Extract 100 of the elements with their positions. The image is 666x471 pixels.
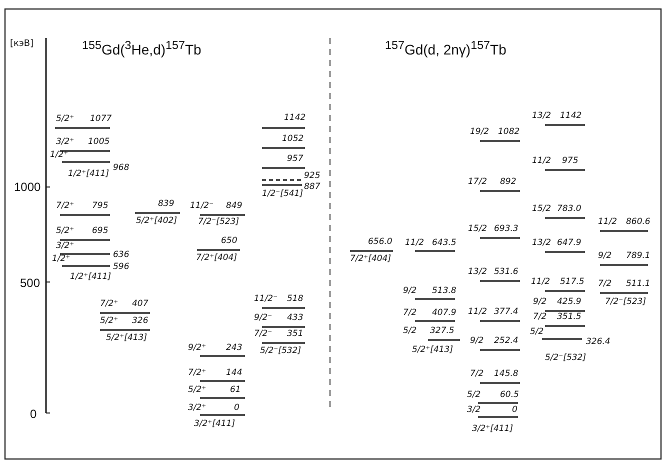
spin-label: 5/2⁺ — [56, 114, 74, 125]
spin-label: 3/2⁺ — [56, 241, 74, 252]
energy-label: 849 — [226, 201, 242, 212]
band-label: 7/2⁺[404] — [350, 254, 392, 265]
energy-label: 892 — [500, 177, 516, 188]
spin-label: 3/2⁺ — [188, 403, 206, 414]
spin-label: 7/2⁺ — [56, 201, 74, 212]
energy-label: 795 — [92, 201, 108, 212]
spin-label: 7/2⁺ — [188, 368, 206, 379]
energy-label: 1077 — [90, 114, 112, 125]
energy-label: 695 — [92, 226, 108, 237]
energy-label: 636 — [113, 250, 130, 261]
energy-label: 957 — [287, 154, 304, 165]
spin-label: 1/2⁺ — [52, 254, 70, 265]
band-label: 1/2⁻[541] — [262, 189, 304, 200]
energy-label: 968 — [113, 163, 130, 174]
spin-label: 15/2 — [468, 224, 488, 235]
spin-label: 11/2⁻ — [254, 294, 278, 305]
energy-label: 975 — [562, 156, 578, 167]
energy-label: 1082 — [498, 127, 520, 138]
band-label: 5/2⁻[532] — [545, 353, 586, 364]
spin-label: 19/2 — [470, 127, 490, 138]
spin-label: 5/2⁺ — [100, 316, 118, 327]
energy-label: 144 — [226, 368, 242, 379]
spin-label: 7/2 — [403, 308, 417, 319]
axis-tick-label: 0 — [30, 407, 37, 421]
band-label: 5/2⁺[402] — [136, 216, 178, 227]
spin-label: 13/2 — [468, 267, 488, 278]
spin-label: 9/2⁺ — [188, 343, 206, 354]
spin-label: 9/2 — [533, 297, 547, 308]
energy-label: 252.4 — [494, 336, 518, 347]
band-label: 5/2⁺[413] — [412, 345, 454, 356]
energy-label: 60.5 — [500, 390, 519, 401]
energy-label: 596 — [113, 262, 130, 273]
energy-label: 518 — [287, 294, 304, 305]
spin-label: 7/2 — [470, 369, 484, 380]
reaction-title: $^{157}$Gd(d, 2nγ)$^{157}$Tb — [385, 38, 506, 59]
spin-label: 15/2 — [532, 204, 552, 215]
axis-tick-label: 500 — [20, 276, 40, 290]
spin-label: 9/2 — [470, 336, 484, 347]
energy-label: 0 — [234, 403, 240, 414]
energy-label: 531.6 — [494, 267, 518, 278]
band-label: 5/2⁺[413] — [106, 333, 148, 344]
band-label: 1/2⁺[411] — [68, 169, 110, 180]
reaction-title: $^{155}$Gd($^{3}$He,d)$^{157}$Tb — [82, 38, 202, 59]
band-label: 3/2⁺[411] — [194, 419, 236, 430]
band-label: 7/2⁻[523] — [198, 217, 240, 228]
spin-label: 7/2 — [598, 279, 612, 290]
spin-label: 5/2⁺ — [188, 385, 206, 396]
energy-label: 1142 — [560, 111, 582, 122]
spin-label: 7/2 — [533, 312, 547, 323]
energy-label: 887 — [304, 182, 320, 193]
spin-label: 11/2 — [598, 217, 618, 228]
energy-label: 425.9 — [557, 297, 582, 308]
energy-label: 326.4 — [586, 337, 610, 348]
band-label: 5/2⁻[532] — [260, 346, 302, 357]
energy-label: 511.1 — [626, 279, 650, 290]
energy-label: 351.5 — [557, 312, 582, 323]
band-label: 7/2⁺[404] — [196, 253, 238, 264]
energy-label: 693.3 — [494, 224, 518, 235]
energy-label: 145.8 — [494, 369, 518, 380]
spin-label: 5/2 — [403, 326, 417, 337]
energy-label: 925 — [304, 171, 320, 182]
spin-label: 11/2 — [531, 277, 550, 288]
energy-label: 0 — [512, 405, 518, 416]
spin-label: 5/2⁺ — [56, 226, 74, 237]
axis-unit: [кэВ] — [10, 39, 34, 50]
energy-label: 783.0 — [557, 204, 582, 215]
energy-label: 643.5 — [432, 238, 456, 249]
energy-label: 407.9 — [432, 308, 456, 319]
axis-tick-label: 1000 — [14, 180, 41, 194]
spin-label: 9/2 — [403, 286, 417, 297]
energy-label: 860.6 — [626, 217, 650, 228]
energy-label: 789.1 — [626, 251, 650, 262]
spin-label: 9/2 — [598, 251, 612, 262]
spin-label: 7/2⁺ — [100, 299, 118, 310]
energy-label: 61 — [230, 385, 241, 396]
energy-label: 327.5 — [430, 326, 454, 337]
energy-label: 656.0 — [368, 237, 392, 248]
energy-label: 377.4 — [494, 307, 518, 318]
energy-label: 517.5 — [560, 277, 584, 288]
spin-label: 5/2 — [467, 390, 481, 401]
energy-label: 407 — [132, 299, 148, 310]
spin-label: 9/2⁻ — [254, 313, 272, 324]
energy-label: 647.9 — [557, 238, 582, 249]
energy-label: 650 — [221, 236, 238, 247]
spin-label: 5/2 — [530, 327, 544, 338]
spin-label: 17/2 — [468, 177, 488, 188]
energy-label: 326 — [132, 316, 148, 327]
energy-label: 243 — [226, 343, 242, 354]
spin-label: 3/2⁺ — [56, 137, 74, 148]
energy-label: 433 — [287, 313, 304, 324]
band-label: 1/2⁺[411] — [70, 272, 112, 283]
spin-label: 7/2⁻ — [254, 329, 272, 340]
band-label: 7/2⁻[523] — [605, 297, 646, 308]
spin-label: 11/2 — [532, 156, 552, 167]
energy-label: 1052 — [282, 134, 304, 145]
band-label: 3/2⁺[411] — [472, 424, 514, 435]
spin-label: 13/2 — [532, 238, 552, 249]
energy-label: 513.8 — [432, 286, 456, 297]
